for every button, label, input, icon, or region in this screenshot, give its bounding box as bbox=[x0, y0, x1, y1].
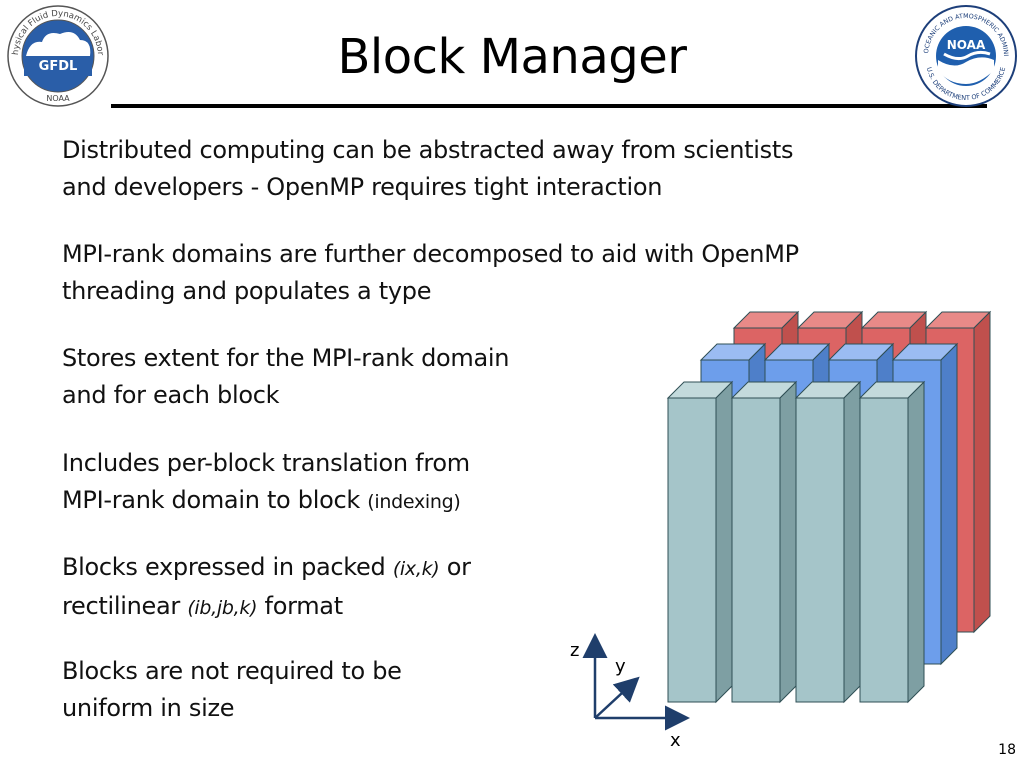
paragraph-stores-extent: Stores extent for the MPI-rank domain an… bbox=[62, 340, 622, 414]
paragraph-line: uniform in size bbox=[62, 694, 235, 722]
x-axis-label: x bbox=[670, 730, 681, 750]
paragraph-line: rectilinear (ib,jb,k) format bbox=[62, 588, 582, 627]
paragraph-line: Includes per-block translation from bbox=[62, 449, 470, 477]
blocks-diagram: z y x bbox=[570, 310, 992, 750]
paragraph-line: Distributed computing can be abstracted … bbox=[62, 136, 794, 164]
front-row-block bbox=[858, 380, 926, 704]
gfdl-logo-bottom-text: NOAA bbox=[46, 94, 70, 103]
paragraph-line: Blocks expressed in packed (ix,k) or bbox=[62, 549, 582, 588]
block-front-face bbox=[859, 397, 909, 703]
block-side-face bbox=[907, 380, 925, 704]
block-side-face bbox=[715, 380, 733, 704]
title-rule bbox=[111, 104, 987, 108]
block-side-face bbox=[779, 380, 797, 704]
paragraph-text: Blocks expressed in packed bbox=[62, 553, 386, 581]
axes: z y x bbox=[570, 633, 690, 750]
front-row-block bbox=[794, 380, 862, 704]
paragraph-text: rectilinear bbox=[62, 592, 180, 620]
paragraph-mpi-rank-domains: MPI-rank domains are further decomposed … bbox=[62, 236, 962, 310]
noaa-logo-text: NOAA bbox=[947, 38, 986, 52]
paragraph-text: MPI-rank domain to block bbox=[62, 486, 360, 514]
paragraph-line: and developers - OpenMP requires tight i… bbox=[62, 173, 663, 201]
y-axis-arrow bbox=[594, 676, 640, 719]
block-side-face bbox=[940, 342, 958, 666]
packed-index-notation: (ix,k) bbox=[392, 558, 440, 580]
page-number: 18 bbox=[998, 742, 1016, 758]
paragraph-text: or bbox=[446, 553, 471, 581]
paragraph-block-format: Blocks expressed in packed (ix,k) or rec… bbox=[62, 549, 582, 627]
paragraph-text: format bbox=[264, 592, 344, 620]
y-axis-label: y bbox=[615, 656, 626, 677]
block-front-face bbox=[731, 397, 781, 703]
block-front-face bbox=[667, 397, 717, 703]
paragraph-line: threading and populates a type bbox=[62, 277, 432, 305]
front-row-block bbox=[730, 380, 798, 704]
paragraph-line: MPI-rank domain to block (indexing) bbox=[62, 482, 582, 521]
paragraph-non-uniform-blocks: Blocks are not required to be uniform in… bbox=[62, 653, 522, 727]
paragraph-per-block-translation: Includes per-block translation from MPI-… bbox=[62, 445, 582, 521]
paragraph-distributed-computing: Distributed computing can be abstracted … bbox=[62, 132, 962, 206]
z-axis-label: z bbox=[570, 640, 579, 661]
noaa-logo: NOAA NATIONAL OCEANIC AND ATMOSPHERIC AD… bbox=[914, 4, 1017, 107]
gfdl-logo-text: GFDL bbox=[39, 59, 78, 74]
front-row-block bbox=[666, 380, 734, 704]
slide-title: Block Manager bbox=[337, 29, 687, 85]
paragraph-line: Blocks are not required to be bbox=[62, 657, 402, 685]
paragraph-line: and for each block bbox=[62, 381, 280, 409]
gfdl-logo: GFDL Geophysical Fluid Dynamics Laborato… bbox=[6, 4, 109, 107]
block-side-face bbox=[973, 310, 991, 634]
rectilinear-index-notation: (ib,jb,k) bbox=[187, 597, 258, 619]
block-front-face bbox=[795, 397, 845, 703]
indexing-note: (indexing) bbox=[367, 491, 461, 513]
block-side-face bbox=[843, 380, 861, 704]
paragraph-line: MPI-rank domains are further decomposed … bbox=[62, 240, 799, 268]
blocks-layer bbox=[666, 310, 992, 704]
paragraph-line: Stores extent for the MPI-rank domain bbox=[62, 344, 510, 372]
